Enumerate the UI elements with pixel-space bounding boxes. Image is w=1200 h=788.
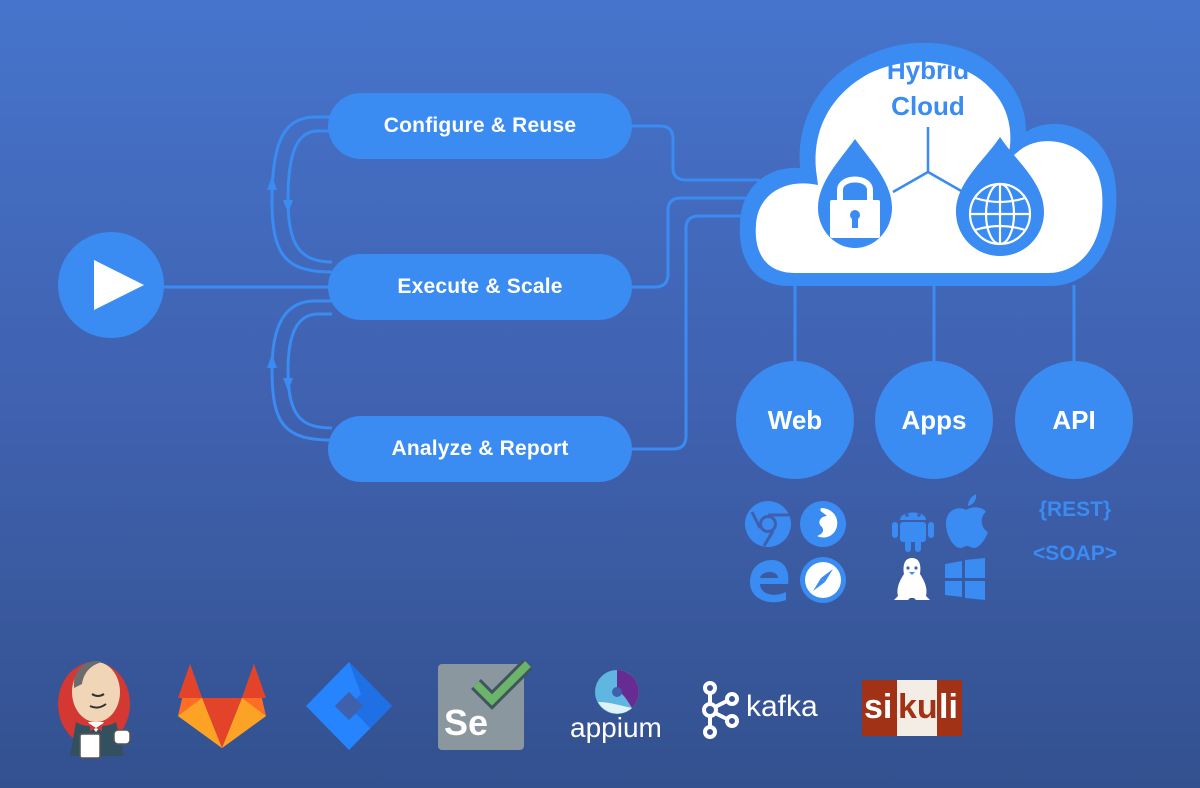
arrow-down-icon xyxy=(283,378,293,391)
windows-icon xyxy=(945,558,985,600)
appium-logo xyxy=(595,670,639,714)
cloud-branch-lines xyxy=(892,127,964,194)
target-api[interactable]: API xyxy=(1015,361,1133,479)
edge-icon xyxy=(750,560,789,603)
jenkins-logo xyxy=(58,661,131,759)
step-label: Configure & Reuse xyxy=(383,114,577,137)
step-label: Analyze & Report xyxy=(391,437,569,460)
play-icon xyxy=(94,260,144,310)
loop-configure-execute-inner xyxy=(286,129,333,264)
chrome-icon xyxy=(745,501,791,547)
android-icon xyxy=(892,512,934,552)
apple-icon xyxy=(946,494,988,548)
sikuli-text-b: ku xyxy=(898,688,938,726)
connector-configure-cloud xyxy=(632,124,760,182)
target-web[interactable]: Web xyxy=(736,361,854,479)
start-button[interactable] xyxy=(58,232,164,338)
arrow-down-icon xyxy=(283,200,293,213)
gitlab-logo xyxy=(178,664,266,748)
arrow-up-icon xyxy=(267,176,277,190)
globe-icon xyxy=(956,137,1044,256)
kafka-logo xyxy=(702,681,739,739)
target-apps[interactable]: Apps xyxy=(875,361,993,479)
protocol-rest: {REST} xyxy=(1038,498,1112,521)
target-label: API xyxy=(1052,404,1096,435)
protocol-soap: <SOAP> xyxy=(1032,542,1118,565)
kafka-text: kafka xyxy=(746,690,818,723)
hybrid-cloud-title: Hybrid Cloud xyxy=(840,52,1016,124)
sikuli-logo: si ku li xyxy=(862,680,962,736)
linux-icon xyxy=(894,558,930,600)
target-label: Apps xyxy=(901,404,967,435)
loop-configure-execute-outer xyxy=(270,115,333,274)
step-execute-scale[interactable]: Execute & Scale xyxy=(328,254,632,320)
sikuli-text-a: si xyxy=(864,688,893,726)
lock-icon xyxy=(818,139,892,248)
firefox-icon xyxy=(800,501,846,547)
step-analyze-report[interactable]: Analyze & Report xyxy=(328,416,632,482)
check-icon xyxy=(471,659,533,710)
loop-execute-analyze-outer xyxy=(270,299,333,442)
cloud-title-line1: Hybrid xyxy=(886,55,970,85)
step-label: Execute & Scale xyxy=(397,275,563,298)
connector-execute-cloud xyxy=(632,196,760,289)
cloud-title-line2: Cloud xyxy=(891,91,965,121)
target-label: Web xyxy=(767,404,823,435)
step-configure-reuse[interactable]: Configure & Reuse xyxy=(328,93,632,159)
connector-analyze-cloud xyxy=(632,214,760,451)
safari-icon xyxy=(800,557,846,603)
jira-logo xyxy=(306,662,392,750)
sikuli-text-c: li xyxy=(939,688,958,726)
selenium-logo: Se xyxy=(438,664,524,750)
selenium-text: Se xyxy=(444,702,489,743)
loop-execute-analyze-inner xyxy=(286,312,333,430)
appium-text: appium xyxy=(570,712,662,743)
arrow-up-icon xyxy=(267,354,277,368)
